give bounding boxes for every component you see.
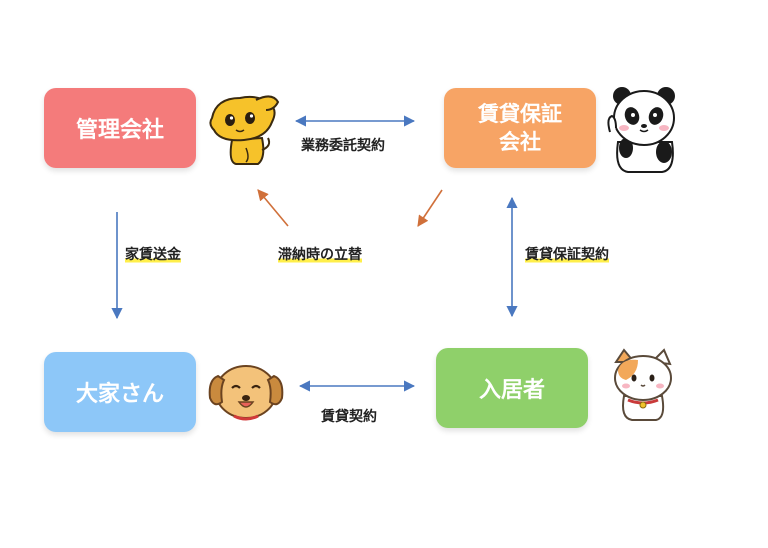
advance-from-guarantee-arrow [417, 189, 443, 227]
tenant-box: 入居者 [436, 348, 588, 428]
calico-cat-icon [614, 348, 672, 421]
business-contract-label: 業務委託契約 [301, 138, 385, 154]
yellow-creature-icon [209, 95, 280, 165]
tenant-label: 入居者 [478, 378, 545, 403]
panda-icon [607, 87, 675, 173]
advance-to-management-arrow [257, 189, 289, 227]
guarantee-contract-label: 賃貸保証契約 [525, 244, 609, 264]
guarantee-company-box: 賃貸保証 会社 [444, 88, 596, 168]
rent-remittance-label: 家賃送金 [125, 244, 181, 264]
puppy-icon [208, 365, 284, 421]
management-company-box: 管理会社 [44, 88, 196, 168]
advance-payment-label: 滞納時の立替 [278, 244, 362, 264]
landlord-label: 大家さん [75, 382, 164, 407]
guarantee-company-label-line1: 賃貸保証 [478, 102, 562, 126]
management-company-label: 管理会社 [75, 118, 164, 143]
lease-contract-label: 賃貸契約 [321, 409, 377, 425]
landlord-box: 大家さん [44, 352, 196, 432]
guarantee-company-label-line2: 会社 [499, 130, 541, 154]
